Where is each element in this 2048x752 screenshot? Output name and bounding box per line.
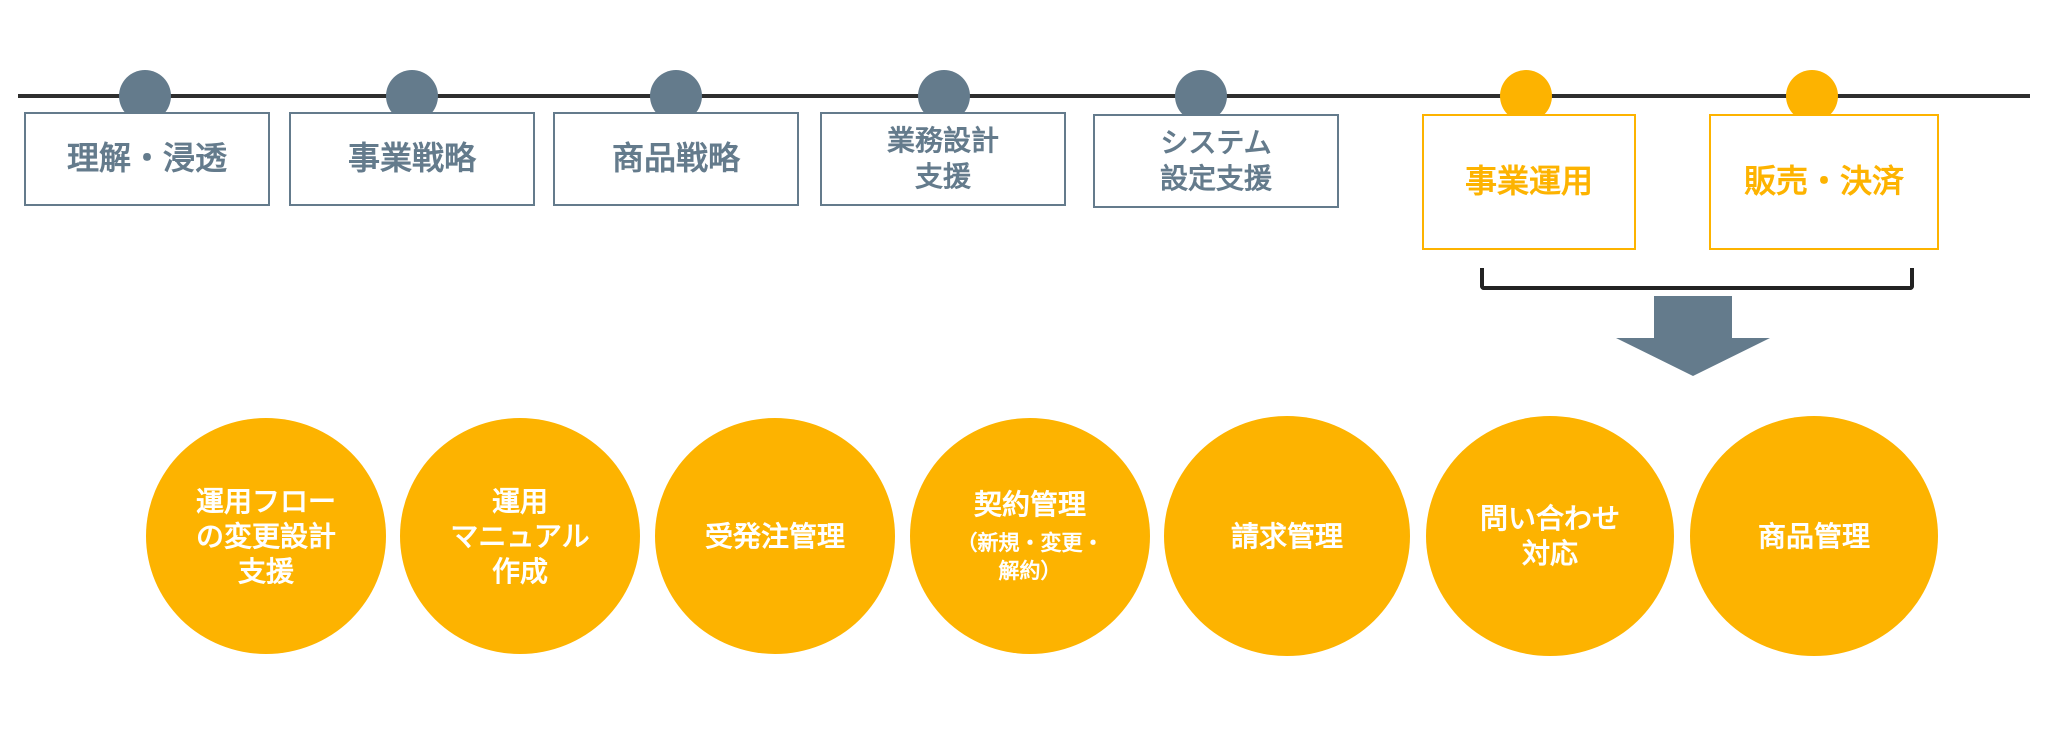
timeline-line <box>18 94 2030 98</box>
phase-label: 業務設計 支援 <box>886 123 999 193</box>
phase-label: 販売・決済 <box>1743 162 1904 201</box>
phase-box-sales-settlement: 販売・決済 <box>1709 114 1939 250</box>
phase-label: 商品戦略 <box>611 139 740 178</box>
task-circle-billing-management: 請求管理 <box>1164 416 1410 656</box>
phase-box-system-setup: システム 設定支援 <box>1093 114 1339 208</box>
phase-marker-business-operation <box>1500 70 1552 122</box>
phase-box-understanding: 理解・浸透 <box>24 112 270 206</box>
phase-label: システム 設定支援 <box>1159 125 1272 195</box>
bracket <box>1480 268 1914 290</box>
task-label: 商品管理 <box>1757 519 1870 553</box>
phase-box-business-operation: 事業運用 <box>1422 114 1636 250</box>
phase-label: 事業運用 <box>1464 162 1593 201</box>
task-circle-contract-management: 契約管理 （新規・変更・ 解約） <box>910 418 1150 654</box>
down-arrow-icon <box>1616 296 1770 376</box>
phase-label: 理解・浸透 <box>66 139 227 178</box>
phase-box-product-strategy: 商品戦略 <box>553 112 799 206</box>
task-circle-operation-manual: 運用 マニュアル 作成 <box>400 418 640 654</box>
task-label: 契約管理 <box>973 488 1086 522</box>
task-circle-operation-flow: 運用フロー の変更設計 支援 <box>146 418 386 654</box>
task-circle-product-management: 商品管理 <box>1690 416 1938 656</box>
task-label: 請求管理 <box>1230 519 1343 553</box>
task-label: 受発注管理 <box>704 519 845 553</box>
task-label: 運用 マニュアル 作成 <box>450 484 590 588</box>
phase-box-business-strategy: 事業戦略 <box>289 112 535 206</box>
task-sublabel: （新規・変更・ 解約） <box>956 531 1104 583</box>
task-label: 運用フロー の変更設計 支援 <box>195 484 336 588</box>
phase-label: 事業戦略 <box>347 139 476 178</box>
phase-marker-system-setup <box>1175 70 1227 122</box>
task-circle-inquiry-support: 問い合わせ 対応 <box>1426 416 1674 656</box>
phase-marker-sales-settlement <box>1786 70 1838 122</box>
task-label: 問い合わせ 対応 <box>1479 502 1620 570</box>
task-circle-order-management: 受発注管理 <box>655 418 895 654</box>
phase-box-business-design: 業務設計 支援 <box>820 112 1066 206</box>
